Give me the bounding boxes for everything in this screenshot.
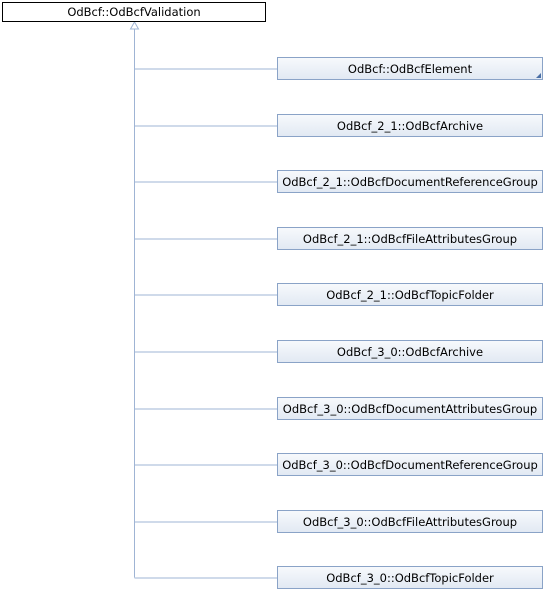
derived-class-label: OdBcf_3_0::OdBcfDocumentReferenceGroup <box>282 457 538 472</box>
derived-class-box[interactable]: OdBcf_2_1::OdBcfFileAttributesGroup <box>277 227 543 250</box>
derived-class-label: OdBcf_2_1::OdBcfDocumentReferenceGroup <box>282 174 538 189</box>
derived-class-box[interactable]: OdBcf_3_0::OdBcfDocumentReferenceGroup <box>277 453 543 476</box>
derived-class-box[interactable]: OdBcf::OdBcfElement <box>277 57 543 80</box>
derived-class-label: OdBcf_3_0::OdBcfDocumentAttributesGroup <box>282 401 538 416</box>
derived-class-box[interactable]: OdBcf_3_0::OdBcfDocumentAttributesGroup <box>277 397 543 420</box>
derived-class-box[interactable]: OdBcf_2_1::OdBcfTopicFolder <box>277 283 543 306</box>
base-class-label: OdBcf::OdBcfValidation <box>67 5 201 19</box>
derived-class-box[interactable]: OdBcf_3_0::OdBcfTopicFolder <box>277 566 543 589</box>
derived-class-box[interactable]: OdBcf_3_0::OdBcfArchive <box>277 340 543 363</box>
derived-class-label: OdBcf_3_0::OdBcfFileAttributesGroup <box>302 514 518 529</box>
derived-class-label: OdBcf::OdBcfElement <box>347 61 473 76</box>
base-class-box[interactable]: OdBcf::OdBcfValidation <box>2 2 266 22</box>
derived-class-box[interactable]: OdBcf_2_1::OdBcfDocumentReferenceGroup <box>277 170 543 193</box>
derived-class-box[interactable]: OdBcf_2_1::OdBcfArchive <box>277 114 543 137</box>
derived-class-label: OdBcf_3_0::OdBcfTopicFolder <box>326 570 494 585</box>
derived-class-label: OdBcf_2_1::OdBcfArchive <box>336 118 484 133</box>
derived-class-label: OdBcf_3_0::OdBcfArchive <box>336 344 484 359</box>
derived-class-label: OdBcf_2_1::OdBcfFileAttributesGroup <box>302 231 518 246</box>
inheritance-arrow-icon <box>129 20 140 30</box>
derived-class-box[interactable]: OdBcf_3_0::OdBcfFileAttributesGroup <box>277 510 543 533</box>
derived-class-label: OdBcf_2_1::OdBcfTopicFolder <box>326 287 494 302</box>
